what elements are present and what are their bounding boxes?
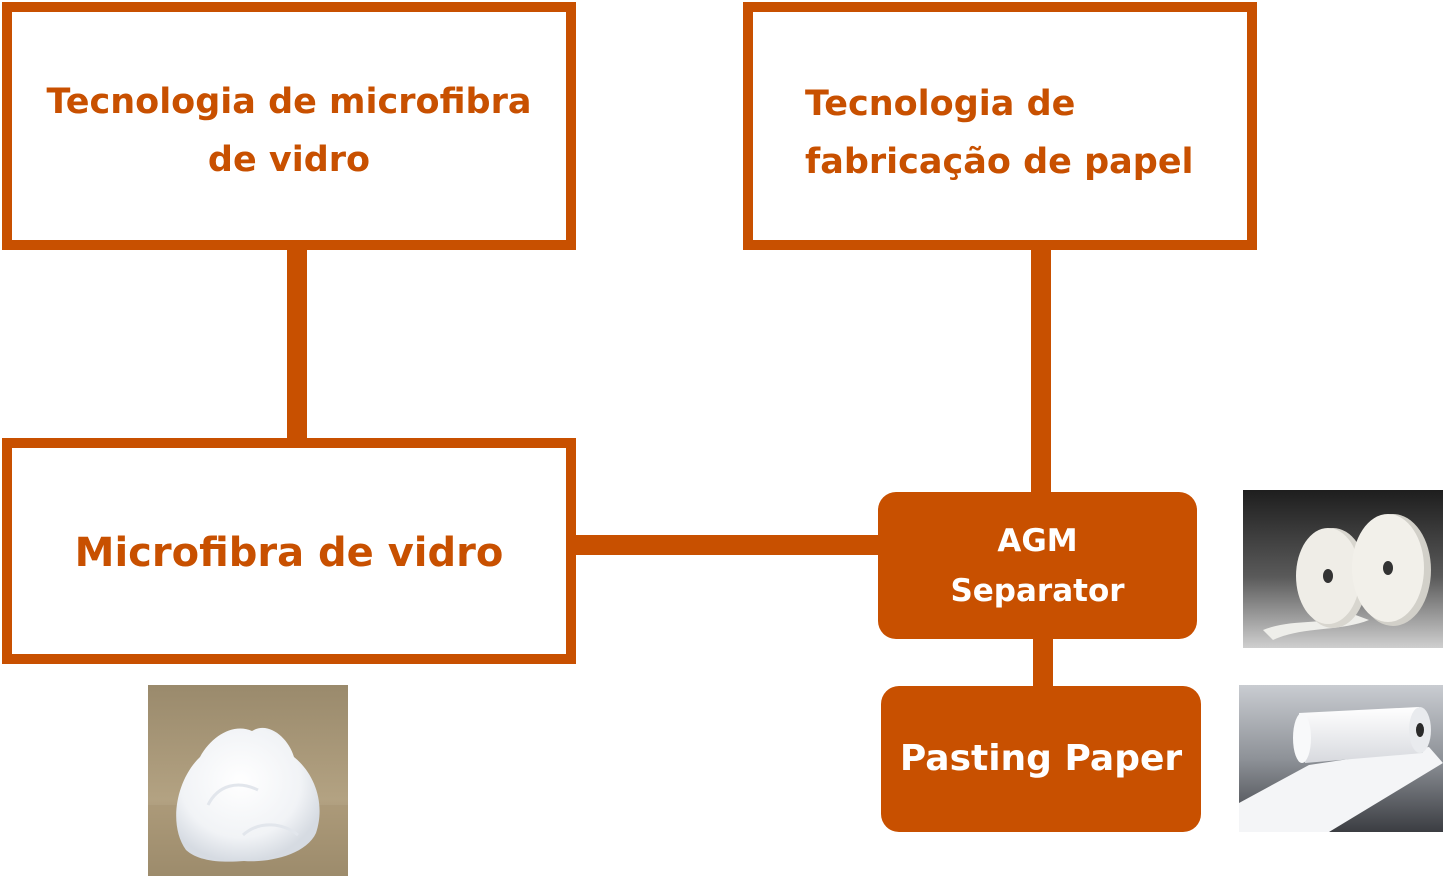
node-glass-microfiber-technology: Tecnologia de microfibra de vidro: [2, 2, 576, 250]
node-papermaking-technology-line1: Tecnologia de: [805, 84, 1076, 124]
node-pasting-paper-label: Pasting Paper: [899, 738, 1183, 779]
node-glass-microfiber: Microfibra de vidro: [2, 438, 576, 664]
node-papermaking-technology: Tecnologia de fabricação de papel: [743, 2, 1257, 250]
connector-agm-to-pasting: [1033, 634, 1053, 690]
connector-tech-to-microfiber: [287, 246, 307, 444]
agm-separator-photo: [1243, 490, 1443, 648]
node-agm-separator-line1: AGM: [997, 522, 1078, 559]
node-glass-microfiber-label: Microfibra de vidro: [74, 530, 504, 576]
node-pasting-paper: Pasting Paper: [881, 686, 1201, 832]
node-agm-separator: AGM Separator: [878, 492, 1197, 639]
node-agm-separator-line2: Separator: [950, 572, 1125, 609]
node-glass-microfiber-technology-line2: de vidro: [207, 140, 371, 180]
pasting-paper-photo: [1239, 685, 1443, 832]
connector-microfiber-to-agm: [570, 535, 882, 555]
node-papermaking-technology-line2: fabricação de papel: [805, 142, 1194, 182]
connector-papermaking-to-agm: [1031, 246, 1051, 496]
glass-microfiber-photo: [148, 685, 348, 876]
node-glass-microfiber-technology-line1: Tecnologia de microfibra: [46, 82, 532, 122]
